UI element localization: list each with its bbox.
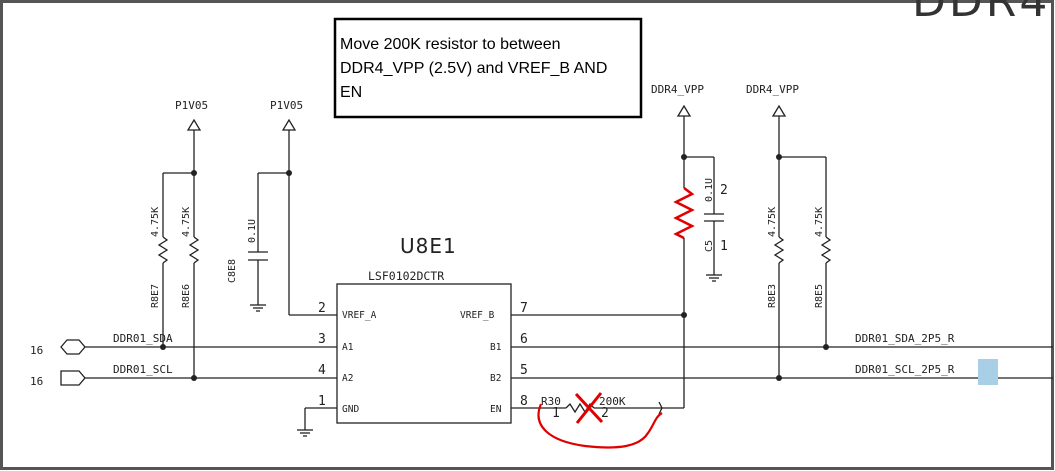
pin-name: GND (342, 404, 359, 415)
power-ddr4-vpp-left: DDR4_VPP (651, 83, 704, 157)
ic-u8e1: U8E1 LSF0102DCTR 2 VREF_A 3 A1 4 A2 1 GN… (318, 234, 528, 424)
r8e5-value: 4.75K (814, 207, 825, 237)
junction-dot (191, 375, 197, 381)
r30-ref: R30 (541, 395, 561, 408)
junction-dot (160, 344, 166, 350)
c5-pin-bottom: 1 (720, 239, 728, 254)
ic-part-number: LSF0102DCTR (368, 269, 444, 283)
pin-number: 4 (318, 363, 326, 378)
note-line-1: Move 200K resistor to between (340, 36, 561, 53)
text-highlight (978, 359, 998, 385)
pin-number: 8 (520, 394, 528, 409)
r8e7-value: 4.75K (150, 207, 161, 237)
pin-name: B1 (490, 342, 502, 353)
r30-value: 200K (599, 395, 626, 408)
power-label: P1V05 (175, 99, 208, 112)
power-label: DDR4_VPP (651, 83, 704, 96)
junction-dot (681, 312, 687, 318)
net-label-left-sda: DDR01_SDA (113, 332, 173, 345)
c5-value: 0.1U (704, 178, 715, 202)
c5-ref: C5 (704, 240, 715, 252)
c5-pin-top: 2 (720, 183, 728, 198)
junction-dot (191, 170, 197, 176)
net-label-right-scl-highlight: R (948, 363, 955, 376)
note-line-2: DDR4_VPP (2.5V) and VREF_B AND (340, 60, 607, 77)
net-label-right-sda: DDR01_SDA_2P5_R (855, 332, 955, 345)
pin-number: 5 (520, 363, 528, 378)
r8e6-value: 4.75K (181, 207, 192, 237)
loop-markup (537, 403, 663, 449)
pin-number: 3 (318, 332, 326, 347)
pin-number: 7 (520, 301, 528, 316)
pin-name: VREF_B (460, 310, 495, 321)
delete-x-markup (575, 392, 603, 424)
r30-pin-left: 1 (552, 406, 560, 421)
added-resistor-markup (673, 187, 695, 240)
offpage-sheet-ref: 16 (30, 375, 43, 388)
pin-number: 1 (318, 394, 326, 409)
pin-name: A1 (342, 342, 354, 353)
net-label-left-scl: DDR01_SCL (113, 363, 173, 376)
pin-number: 6 (520, 332, 528, 347)
resistor-r30: R30 200K 1 2 (541, 395, 626, 421)
net-label-right-scl-base: DDR01_SCL_2P5_ (855, 363, 948, 376)
pin-name: B2 (490, 373, 501, 384)
r8e3-value: 4.75K (767, 207, 778, 237)
pin-name: A2 (342, 373, 353, 384)
resistor-r8e6: 4.75K R8E6 (181, 173, 200, 377)
net-label-right-scl: DDR01_SCL_2P5_R (855, 363, 955, 376)
r8e5-ref: R8E5 (814, 284, 825, 308)
capacitor-c5: 0.1U C5 2 1 (704, 157, 728, 282)
pin-number: 2 (318, 301, 326, 316)
junction-dot (823, 344, 829, 350)
r8e6-ref: R8E6 (181, 284, 192, 308)
annotation-note: Move 200K resistor to between DDR4_VPP (… (333, 17, 643, 119)
ground-symbol (297, 407, 337, 437)
capacitor-c8e8: 0.1U C8E8 (227, 172, 289, 312)
power-label: P1V05 (270, 99, 303, 112)
sheet-title: DDR4 (912, 0, 1050, 27)
c8e8-ref: C8E8 (227, 259, 238, 283)
resistor-r8e7: 4.75K R8E7 (150, 172, 194, 346)
offpage-connector-scl: 16 (30, 370, 86, 388)
power-p1v05-left: P1V05 (175, 99, 208, 173)
c8e8-value: 0.1U (247, 219, 258, 243)
ic-refdes: U8E1 (400, 234, 457, 258)
power-ddr4-vpp-right: DDR4_VPP (746, 83, 799, 157)
r8e7-ref: R8E7 (150, 284, 161, 308)
pin-name: VREF_A (342, 310, 377, 321)
r8e3-ref: R8E3 (767, 284, 778, 308)
pin-name: EN (490, 404, 502, 415)
note-line-3: EN (340, 84, 362, 101)
offpage-connector-sda: 16 (30, 339, 86, 357)
r30-pin-right: 2 (601, 406, 609, 421)
resistor-r8e5: 4.75K R8E5 (814, 157, 832, 347)
junction-dot (776, 375, 782, 381)
power-p1v05-right: P1V05 (270, 99, 303, 173)
resistor-r8e3: 4.75K R8E3 (767, 157, 785, 378)
power-label: DDR4_VPP (746, 83, 799, 96)
offpage-sheet-ref: 16 (30, 344, 43, 357)
